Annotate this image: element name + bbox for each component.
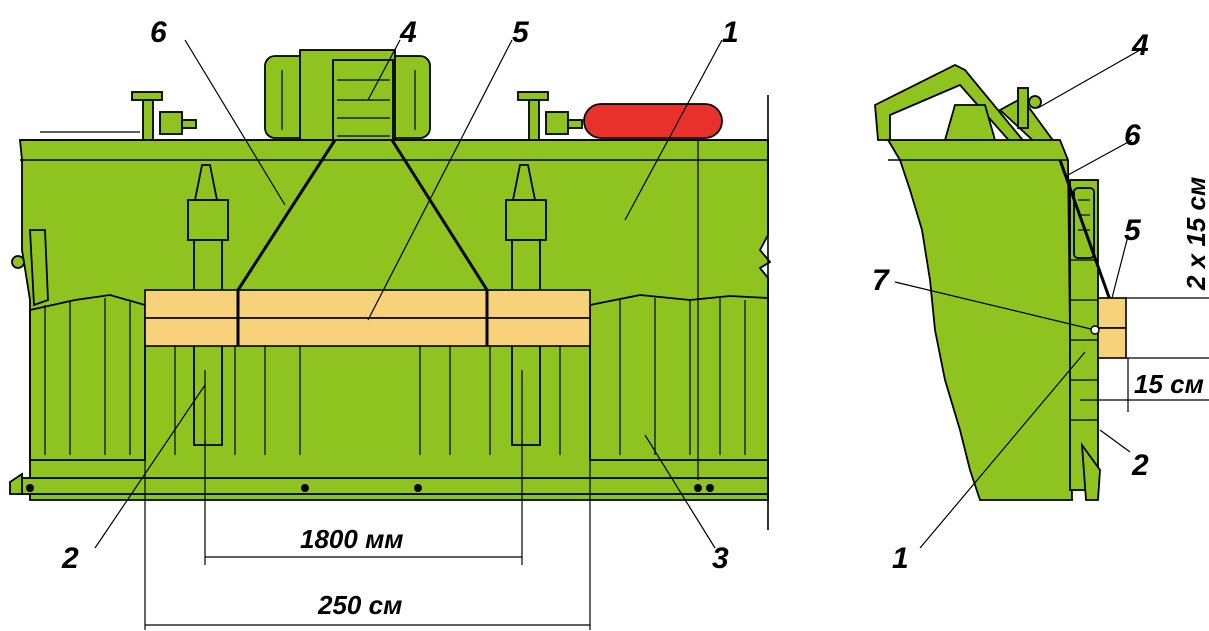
leader-lines <box>94 39 723 549</box>
callout-6: 6 <box>150 16 167 49</box>
side-planks <box>1097 297 1127 359</box>
red-tank <box>583 103 723 139</box>
dimension-1800-label: 1800 мм <box>300 524 404 554</box>
callout-5: 5 <box>512 16 530 49</box>
callout-3: 3 <box>712 542 729 575</box>
front-view: 6 4 5 1 2 3 1800 мм 250 см <box>9 16 772 630</box>
callout-4: 4 <box>399 16 417 49</box>
dimension-250-label: 250 см <box>317 590 402 620</box>
side-callout-7: 7 <box>872 264 890 297</box>
side-leader-lines <box>894 49 1141 549</box>
straps <box>236 139 489 346</box>
side-body <box>886 139 1073 501</box>
callout-2: 2 <box>61 542 79 575</box>
side-callout-6: 6 <box>1124 119 1141 152</box>
side-dimension-depth-label: 15 см <box>1134 369 1204 399</box>
side-callout-1: 1 <box>892 542 909 575</box>
planks <box>144 289 591 347</box>
side-callout-2: 2 <box>1131 449 1149 482</box>
bollard-left <box>131 91 197 141</box>
side-view: 4 6 5 7 2 1 2 х 15 см 15 см <box>872 29 1209 575</box>
side-dimension-height-label: 2 х 15 см <box>1181 177 1209 291</box>
bollard-right <box>517 91 583 141</box>
side-callout-5: 5 <box>1124 214 1142 247</box>
side-dimensions <box>1080 297 1209 412</box>
lower-panel <box>29 294 146 461</box>
ribs <box>44 298 746 455</box>
side-callout-4: 4 <box>1131 29 1149 62</box>
callout-1: 1 <box>722 16 739 49</box>
bottom-rail <box>17 477 769 495</box>
dimension-250 <box>144 346 591 630</box>
dimension-1800 <box>204 440 523 565</box>
side-arm <box>874 63 1037 164</box>
